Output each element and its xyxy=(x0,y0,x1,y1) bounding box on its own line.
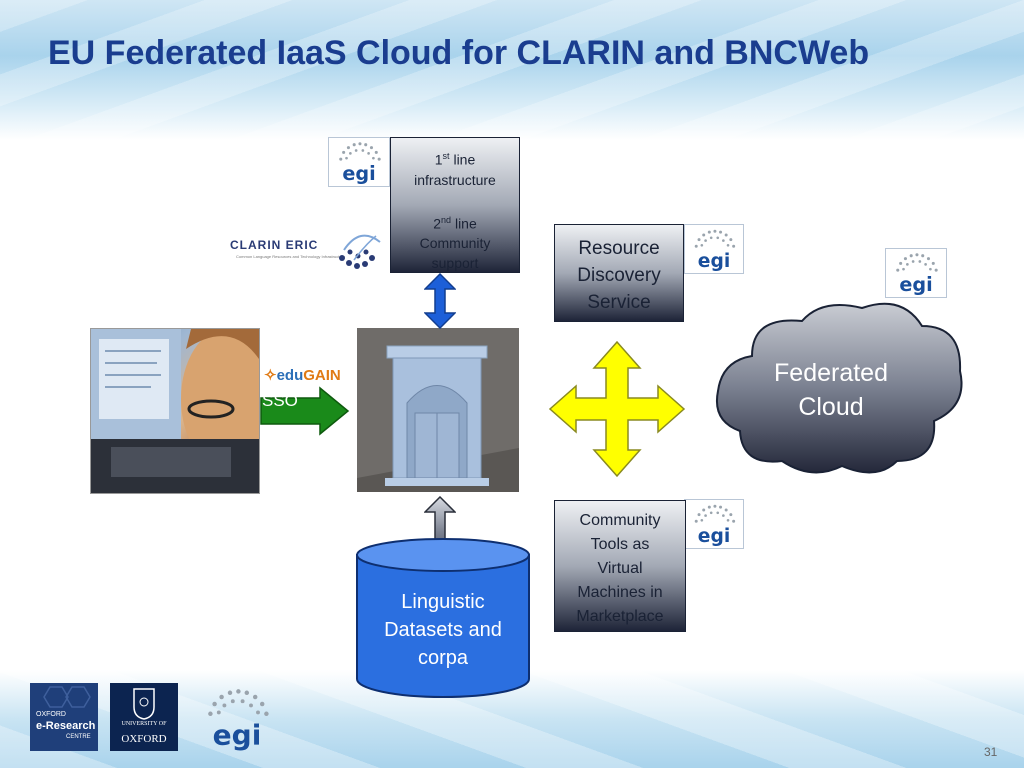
oerc-logo: OXFORD e-Research CENTRE xyxy=(30,683,98,751)
egi-logo: egi xyxy=(684,499,744,549)
federated-cloud-label: Federated Cloud xyxy=(774,359,888,421)
gateway-door-image xyxy=(357,328,519,492)
header-background xyxy=(0,0,1024,140)
egi-logo-text: egi xyxy=(342,162,375,185)
resource-discovery-line: Service xyxy=(587,292,651,313)
clarin-logo-name: CLARIN ERIC xyxy=(230,238,319,252)
egi-logo: egi xyxy=(328,137,390,187)
edugain-logo: ✧eduGAIN xyxy=(264,367,341,384)
user-photo xyxy=(90,328,260,494)
community-tools-line: Machines in xyxy=(577,584,663,601)
community-tools-box: Community Tools as Virtual Machines in M… xyxy=(554,500,686,632)
first-line-desc: infrastructure xyxy=(414,171,496,188)
clarin-logo-tagline: Common Language Resources and Technology… xyxy=(236,254,346,259)
support-double-arrow xyxy=(424,273,456,329)
federated-cloud xyxy=(716,302,963,474)
egi-logo: egi xyxy=(684,224,744,274)
egi-logo-text: egi xyxy=(698,526,730,547)
page-number: 31 xyxy=(984,745,998,759)
slide-title: EU Federated IaaS Cloud for CLARIN and B… xyxy=(48,34,870,72)
second-line-label: 2nd line xyxy=(433,214,477,232)
egi-footer-logo: egi xyxy=(188,683,286,753)
datasets-cylinder xyxy=(356,538,530,698)
first-line-label: 1st line xyxy=(434,151,476,168)
support-lines-box: 1st line infrastructure 2nd line Communi… xyxy=(390,137,520,273)
sso-arrow xyxy=(260,386,350,436)
community-tools-line: Tools as xyxy=(590,536,650,553)
egi-logo-text: egi xyxy=(213,719,262,752)
sso-label: SSO xyxy=(262,391,298,410)
four-way-arrow xyxy=(548,340,686,478)
community-tools-line: Community xyxy=(579,512,661,529)
second-line-desc-2: support xyxy=(431,255,479,272)
egi-logo-text: egi xyxy=(899,273,932,296)
clarin-logo-icon xyxy=(339,234,381,269)
community-tools-line: Marketplace xyxy=(576,608,664,625)
egi-logo: egi xyxy=(885,248,947,298)
resource-discovery-line: Discovery xyxy=(577,265,661,286)
resource-discovery-line: Resource xyxy=(578,238,660,259)
second-line-desc: Community xyxy=(419,235,491,252)
community-tools-line: Virtual xyxy=(597,560,643,577)
resource-discovery-box: Resource Discovery Service xyxy=(554,224,684,322)
egi-logo-text: egi xyxy=(698,251,730,272)
oxford-logo: UNIVERSITY OF OXFORD xyxy=(110,683,178,751)
datasets-label: Linguistic Datasets and corpa xyxy=(384,591,502,669)
